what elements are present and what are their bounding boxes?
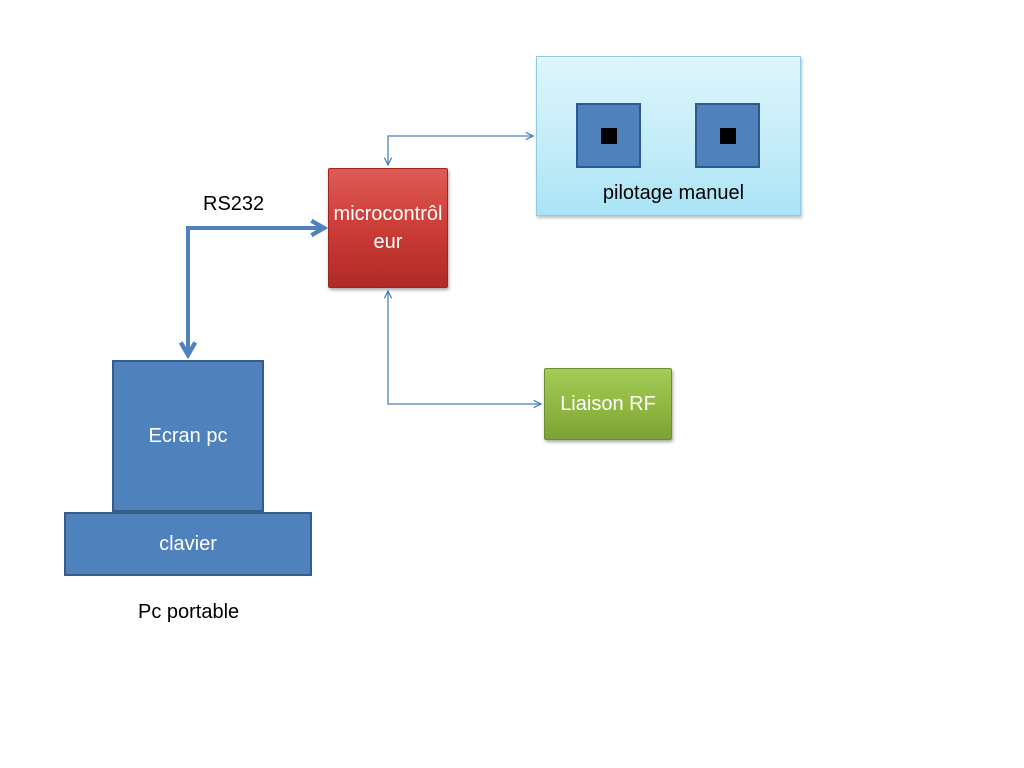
manual-control-panel <box>536 56 801 216</box>
laptop-caption: Pc portable <box>138 601 240 623</box>
keyboard-label: clavier <box>159 532 217 555</box>
switch-2-knob <box>720 128 736 144</box>
manual-control-connector <box>388 136 533 165</box>
switch-2 <box>695 103 760 168</box>
rf-connector <box>388 291 541 404</box>
laptop-keyboard: clavier <box>64 512 312 576</box>
screen-label: Ecran pc <box>148 424 228 447</box>
manual-control-label: pilotage manuel <box>602 182 745 204</box>
switch-1 <box>576 103 641 168</box>
switch-1-knob <box>601 128 617 144</box>
rs232-connector <box>188 228 324 355</box>
rs232-label: RS232 <box>203 193 265 215</box>
microcontroller-block: microcontrôleur <box>328 168 448 288</box>
rf-link-block: Liaison RF <box>544 368 672 440</box>
laptop-screen: Ecran pc <box>112 360 264 512</box>
microcontroller-label: microcontrôleur <box>333 203 443 253</box>
rf-link-label: Liaison RF <box>560 392 656 415</box>
